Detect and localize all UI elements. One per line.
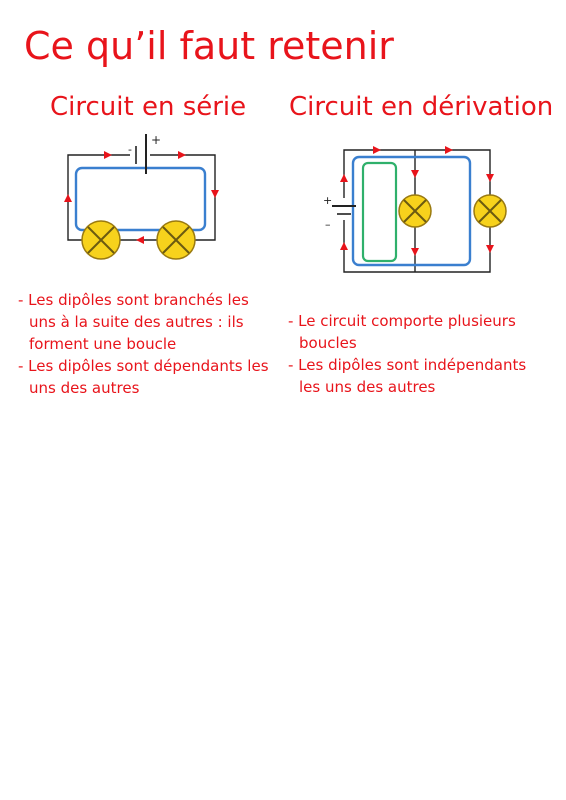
current-arrow-icon xyxy=(373,146,381,154)
current-arrow-icon xyxy=(411,248,419,256)
current-arrow-icon xyxy=(340,242,348,250)
series-notes: - Les dipôles sont branchés les uns à la… xyxy=(18,289,270,399)
list-item: - Les dipôles sont indépendants les uns … xyxy=(288,356,527,396)
list-item: - Le circuit comporte plusieurs boucles xyxy=(288,312,516,352)
current-arrow-icon xyxy=(136,236,144,244)
current-arrow-icon xyxy=(340,174,348,182)
battery-plus-label: + xyxy=(151,133,161,147)
parallel-outer-loop xyxy=(351,155,472,267)
series-heading: Circuit en série xyxy=(50,92,247,122)
series-current-loop xyxy=(74,166,207,232)
current-arrow-icon xyxy=(211,190,219,198)
lamp-icon xyxy=(156,220,196,260)
parallel-heading: Circuit en dérivation xyxy=(289,92,554,122)
battery-minus-label: – xyxy=(325,218,331,231)
battery-minus-label: - xyxy=(128,143,132,156)
parallel-notes: - Le circuit comporte plusieurs boucles … xyxy=(288,310,550,398)
parallel-inner-loop xyxy=(361,161,398,263)
battery-icon xyxy=(135,134,147,174)
parallel-circuit-diagram: + – xyxy=(323,146,507,273)
current-arrow-icon xyxy=(64,194,72,202)
lamp-icon xyxy=(81,220,121,260)
current-arrow-icon xyxy=(445,146,453,154)
list-item: - Les dipôles sont dépendants les uns de… xyxy=(18,357,269,397)
battery-icon xyxy=(332,205,356,215)
current-arrow-icon xyxy=(104,151,112,159)
battery-plus-label: + xyxy=(323,194,332,207)
page-title: Ce qu’il faut retenir xyxy=(24,24,394,68)
list-item: - Les dipôles sont branchés les uns à la… xyxy=(18,291,249,353)
lamp-icon xyxy=(398,194,432,228)
series-circuit-diagram: - + xyxy=(64,133,219,260)
current-arrow-icon xyxy=(486,174,494,182)
current-arrow-icon xyxy=(178,151,186,159)
current-arrow-icon xyxy=(411,170,419,178)
lamp-icon xyxy=(473,194,507,228)
current-arrow-icon xyxy=(486,245,494,253)
